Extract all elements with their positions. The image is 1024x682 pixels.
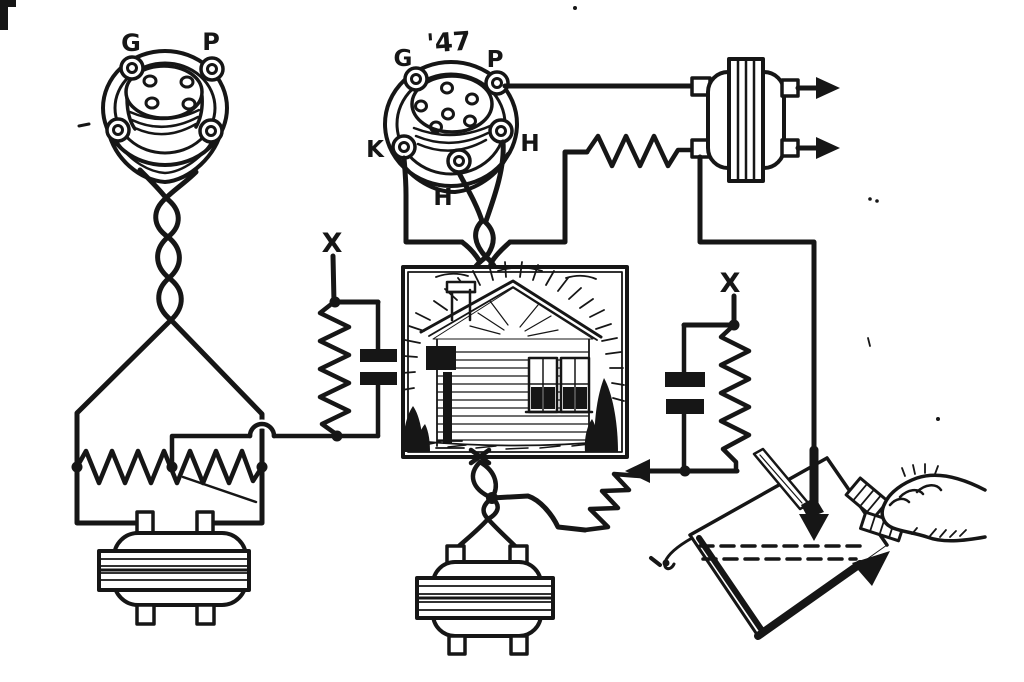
resistor-capacitor-right: X [665,268,752,474]
twisted-pair-detector [137,167,199,323]
binding-posts [391,66,514,174]
label-output-heater-right: H [520,131,539,157]
capacitor-plate [666,399,704,414]
label-output-grid: G [394,46,413,72]
output-tube-socket: '47 G P K H H [366,27,540,211]
twisted-pair-house-top [456,139,513,272]
label-output-cathode: K [366,137,385,163]
label-detector-grid: G [121,29,141,57]
label-output-heater-bottom: H [433,185,452,211]
record-cutter-lead [697,154,817,458]
resistor-left [317,299,352,437]
striped-holder [844,476,890,520]
capacitor-plate [665,372,705,387]
capacitor-plate [360,372,397,385]
house-illustration [401,261,629,459]
output-transformer [690,57,840,183]
label-terminal-x-right: X [720,268,741,299]
wiper-arrow [625,459,650,483]
detector-tube-socket: G P [101,28,229,184]
output-arrow-top [816,77,840,99]
scan-artifacts [0,0,940,421]
edge-arrow [852,551,890,586]
coupling-resistor-network [401,133,695,245]
audio-transformer-left [97,510,251,626]
audio-transformer-middle [415,544,555,656]
cathode-side-wire [401,155,465,245]
resistor-capacitor-left: X [317,228,397,439]
label-output-plate: P [487,47,504,73]
tapped-resistor-network [71,317,381,526]
output-arrow-bottom [816,137,840,159]
hand-illustration [752,447,987,543]
resistor-right [718,322,752,474]
binding-posts [105,55,225,144]
rheostat [489,459,740,533]
rheostat-resistor [582,471,643,533]
label-detector-plate: P [202,28,220,56]
label-terminal-x-left: X [322,228,343,259]
wiper-line [181,475,258,504]
resistor-to-transformer [584,133,695,169]
capacitor-plate [360,349,397,362]
wire-hop [247,421,277,439]
label-tube-type: '47 [426,27,472,60]
